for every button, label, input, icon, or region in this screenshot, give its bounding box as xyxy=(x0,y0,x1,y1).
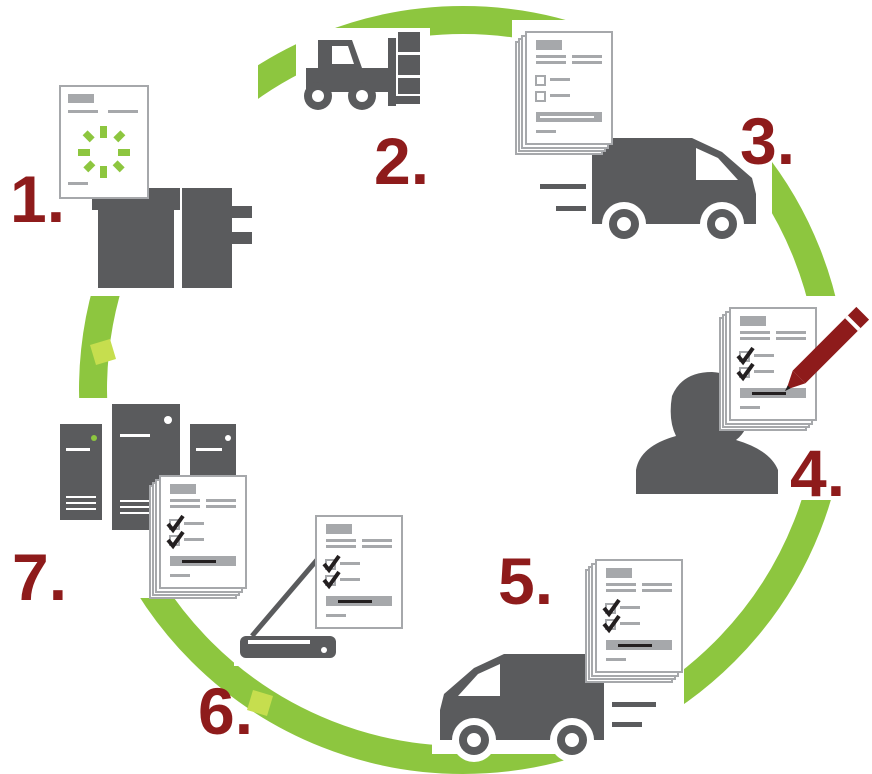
step-5-group: 5. xyxy=(432,544,684,762)
step-5-label: 5. xyxy=(498,544,553,618)
step-3-group: 3. xyxy=(512,20,795,246)
delivery-van-with-blank-forms-icon xyxy=(515,31,756,246)
step-4-group: 4. xyxy=(630,296,872,510)
step-3-label: 3. xyxy=(740,104,795,178)
step-4-label: 4. xyxy=(790,436,845,510)
ring-arrow-icon xyxy=(247,690,273,716)
flatbed-scanner-with-form-icon xyxy=(240,514,404,658)
step-7-group: 7. xyxy=(12,398,252,614)
delivery-van-with-completed-forms-icon xyxy=(440,560,682,762)
step-2-label: 2. xyxy=(374,124,429,198)
step-6-group: 6. xyxy=(198,506,410,748)
step-2-group: 2. xyxy=(296,28,430,198)
person-filling-form-with-pencil-icon xyxy=(636,306,870,494)
forklift-with-boxes-icon xyxy=(304,32,420,110)
step-1-group: 1. xyxy=(10,64,258,296)
servers-with-completed-forms-icon xyxy=(60,404,246,598)
ring-arrow-icon xyxy=(90,339,116,365)
step-6-label: 6. xyxy=(198,674,253,748)
step-7-label: 7. xyxy=(12,540,67,614)
step-1-label: 1. xyxy=(10,162,65,236)
printer-with-loading-document-icon xyxy=(59,85,252,288)
